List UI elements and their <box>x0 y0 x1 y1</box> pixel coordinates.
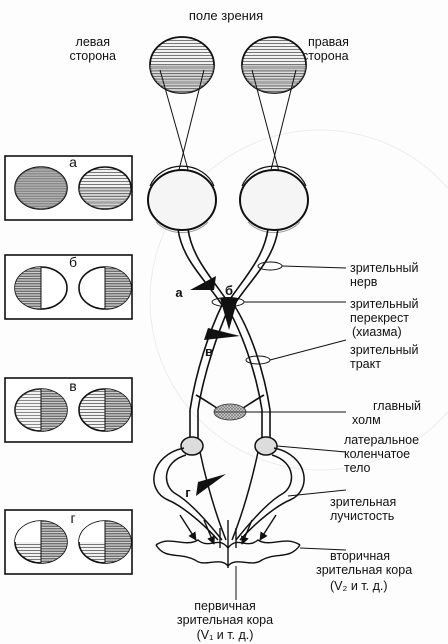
chiasm-label-2: перекрест <box>350 311 409 325</box>
left-visual-field <box>150 37 214 93</box>
optic-nerve-label-1: зрительный <box>350 261 418 275</box>
colliculus-label-1: главный <box>373 399 421 413</box>
chiasm-label-3: (хиазма) <box>352 325 402 339</box>
lesion-label-v: в <box>205 344 213 359</box>
lesion-label-b: б <box>225 283 233 298</box>
panel-a-letter: а <box>69 154 77 170</box>
right-side-label-line2: сторона <box>302 49 349 63</box>
optic-tract-label-2: тракт <box>350 357 381 371</box>
secondary-cortex-label-3: (V₂ и т. д.) <box>330 579 388 593</box>
lgn-label-1: латеральное <box>344 433 419 447</box>
right-visual-field <box>242 37 306 93</box>
panel-g-letter: г <box>70 510 75 526</box>
primary-cortex-label-2: зрительная кора <box>177 613 273 627</box>
primary-cortex-label-1: первичная <box>194 599 255 613</box>
field-of-view-title: поле зрения <box>189 8 263 23</box>
lesion-label-g: г <box>185 485 191 500</box>
left-side-label-line2: сторона <box>69 49 116 63</box>
lgn-label-2: коленчатое <box>344 447 410 461</box>
right-eye <box>240 166 308 233</box>
left-eye <box>148 166 216 233</box>
lesion-wedge-g <box>196 474 226 496</box>
superior-colliculus <box>214 404 246 420</box>
lesion-label-a: а <box>175 285 183 300</box>
panel-v-letter: в <box>69 378 76 394</box>
radiation-label-2: лучистость <box>330 509 394 523</box>
lgn-label-3: тело <box>344 461 371 475</box>
secondary-cortex-label-1: вторичная <box>330 549 390 563</box>
left-side-label-line1: левая <box>76 35 110 49</box>
pathway-rings <box>212 262 282 364</box>
optic-nerve-label-2: нерв <box>350 275 378 289</box>
radiation-label-1: зрительная <box>330 495 396 509</box>
lesion-wedge-v <box>204 328 240 340</box>
occipital-cortex <box>156 515 300 568</box>
secondary-cortex-label-2: зрительная кора <box>316 563 412 577</box>
panel-b-letter: б <box>69 254 77 270</box>
optic-tract-label-1: зрительный <box>350 343 418 357</box>
lesion-wedge-b <box>220 298 238 330</box>
optic-radiation <box>154 448 304 540</box>
defect-panel-g <box>5 510 132 574</box>
primary-cortex-label-3: (V₁ и т. д.) <box>197 628 254 642</box>
chiasm-label-1: зрительный <box>350 297 418 311</box>
colliculus-label-2: холм <box>352 413 381 427</box>
right-side-label-line1: правая <box>308 35 349 49</box>
